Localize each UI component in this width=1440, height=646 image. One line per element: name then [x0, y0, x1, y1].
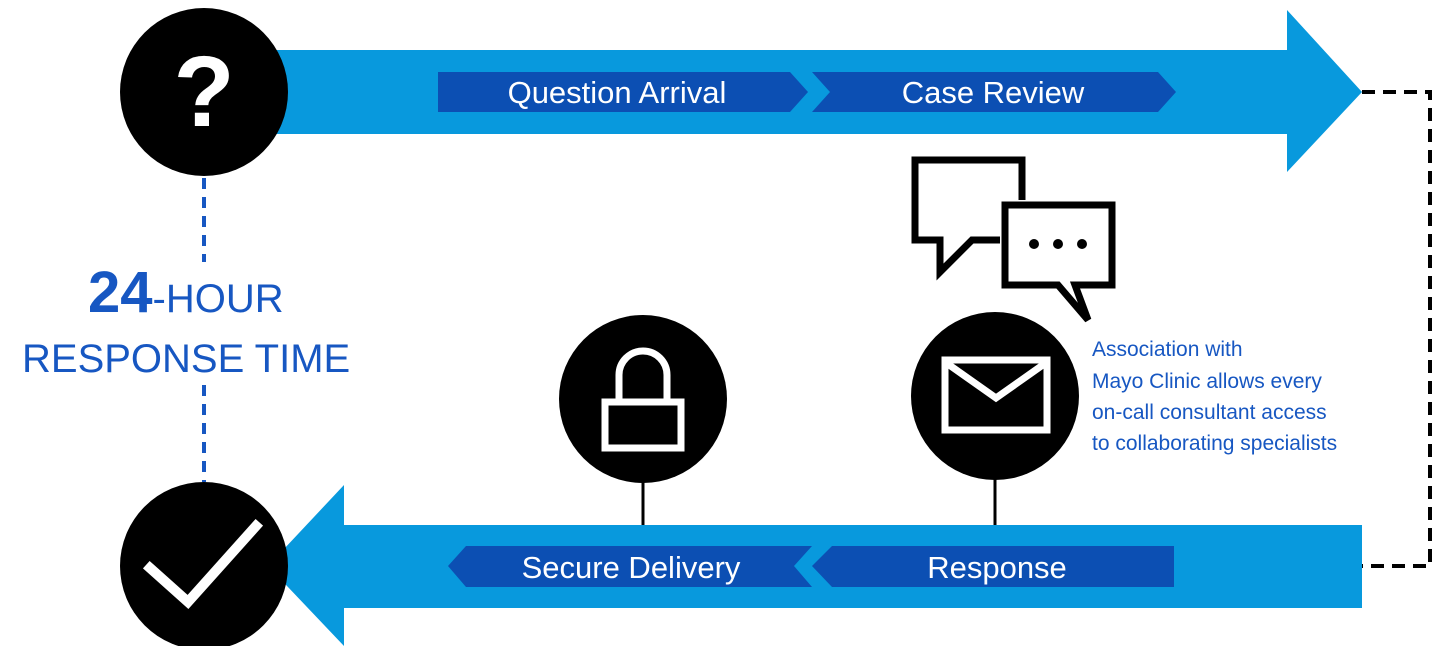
response-time-suffix: -HOUR: [153, 277, 284, 321]
question-mark-icon: ?: [120, 8, 288, 176]
chevron-case-review: [812, 72, 1176, 112]
step-label-question-arrival: Question Arrival: [508, 75, 727, 110]
note-line-4: to collaborating specialists: [1092, 432, 1337, 455]
step-label-secure-delivery: Secure Delivery: [522, 550, 741, 585]
response-time-number: 24: [88, 260, 153, 325]
step-label-case-review: Case Review: [902, 75, 1085, 110]
checkmark-icon: [120, 482, 288, 646]
association-note: Association with Mayo Clinic allows ever…: [1092, 338, 1337, 455]
right-dashed-loop: [1362, 90, 1432, 568]
chevron-response: [812, 546, 1174, 587]
svg-text:?: ?: [173, 36, 234, 148]
response-time-label: 24-HOUR RESPONSE TIME: [22, 260, 350, 381]
chevron-secure-delivery: [448, 546, 812, 587]
chevron-question-arrival: [438, 72, 808, 112]
step-label-response: Response: [927, 550, 1067, 585]
envelope-icon: [911, 312, 1079, 480]
lock-icon: [559, 315, 727, 483]
chat-bubbles-icon: [911, 156, 1116, 323]
top-flow-arrow: [262, 10, 1362, 172]
response-time-line2: RESPONSE TIME: [22, 337, 350, 381]
note-line-3: on-call consultant access: [1092, 401, 1327, 424]
svg-text:24-HOUR: 24-HOUR: [88, 260, 284, 325]
dashed-connectors: [202, 90, 1432, 568]
note-line-2: Mayo Clinic allows every: [1092, 370, 1322, 393]
note-line-1: Association with: [1092, 338, 1243, 361]
